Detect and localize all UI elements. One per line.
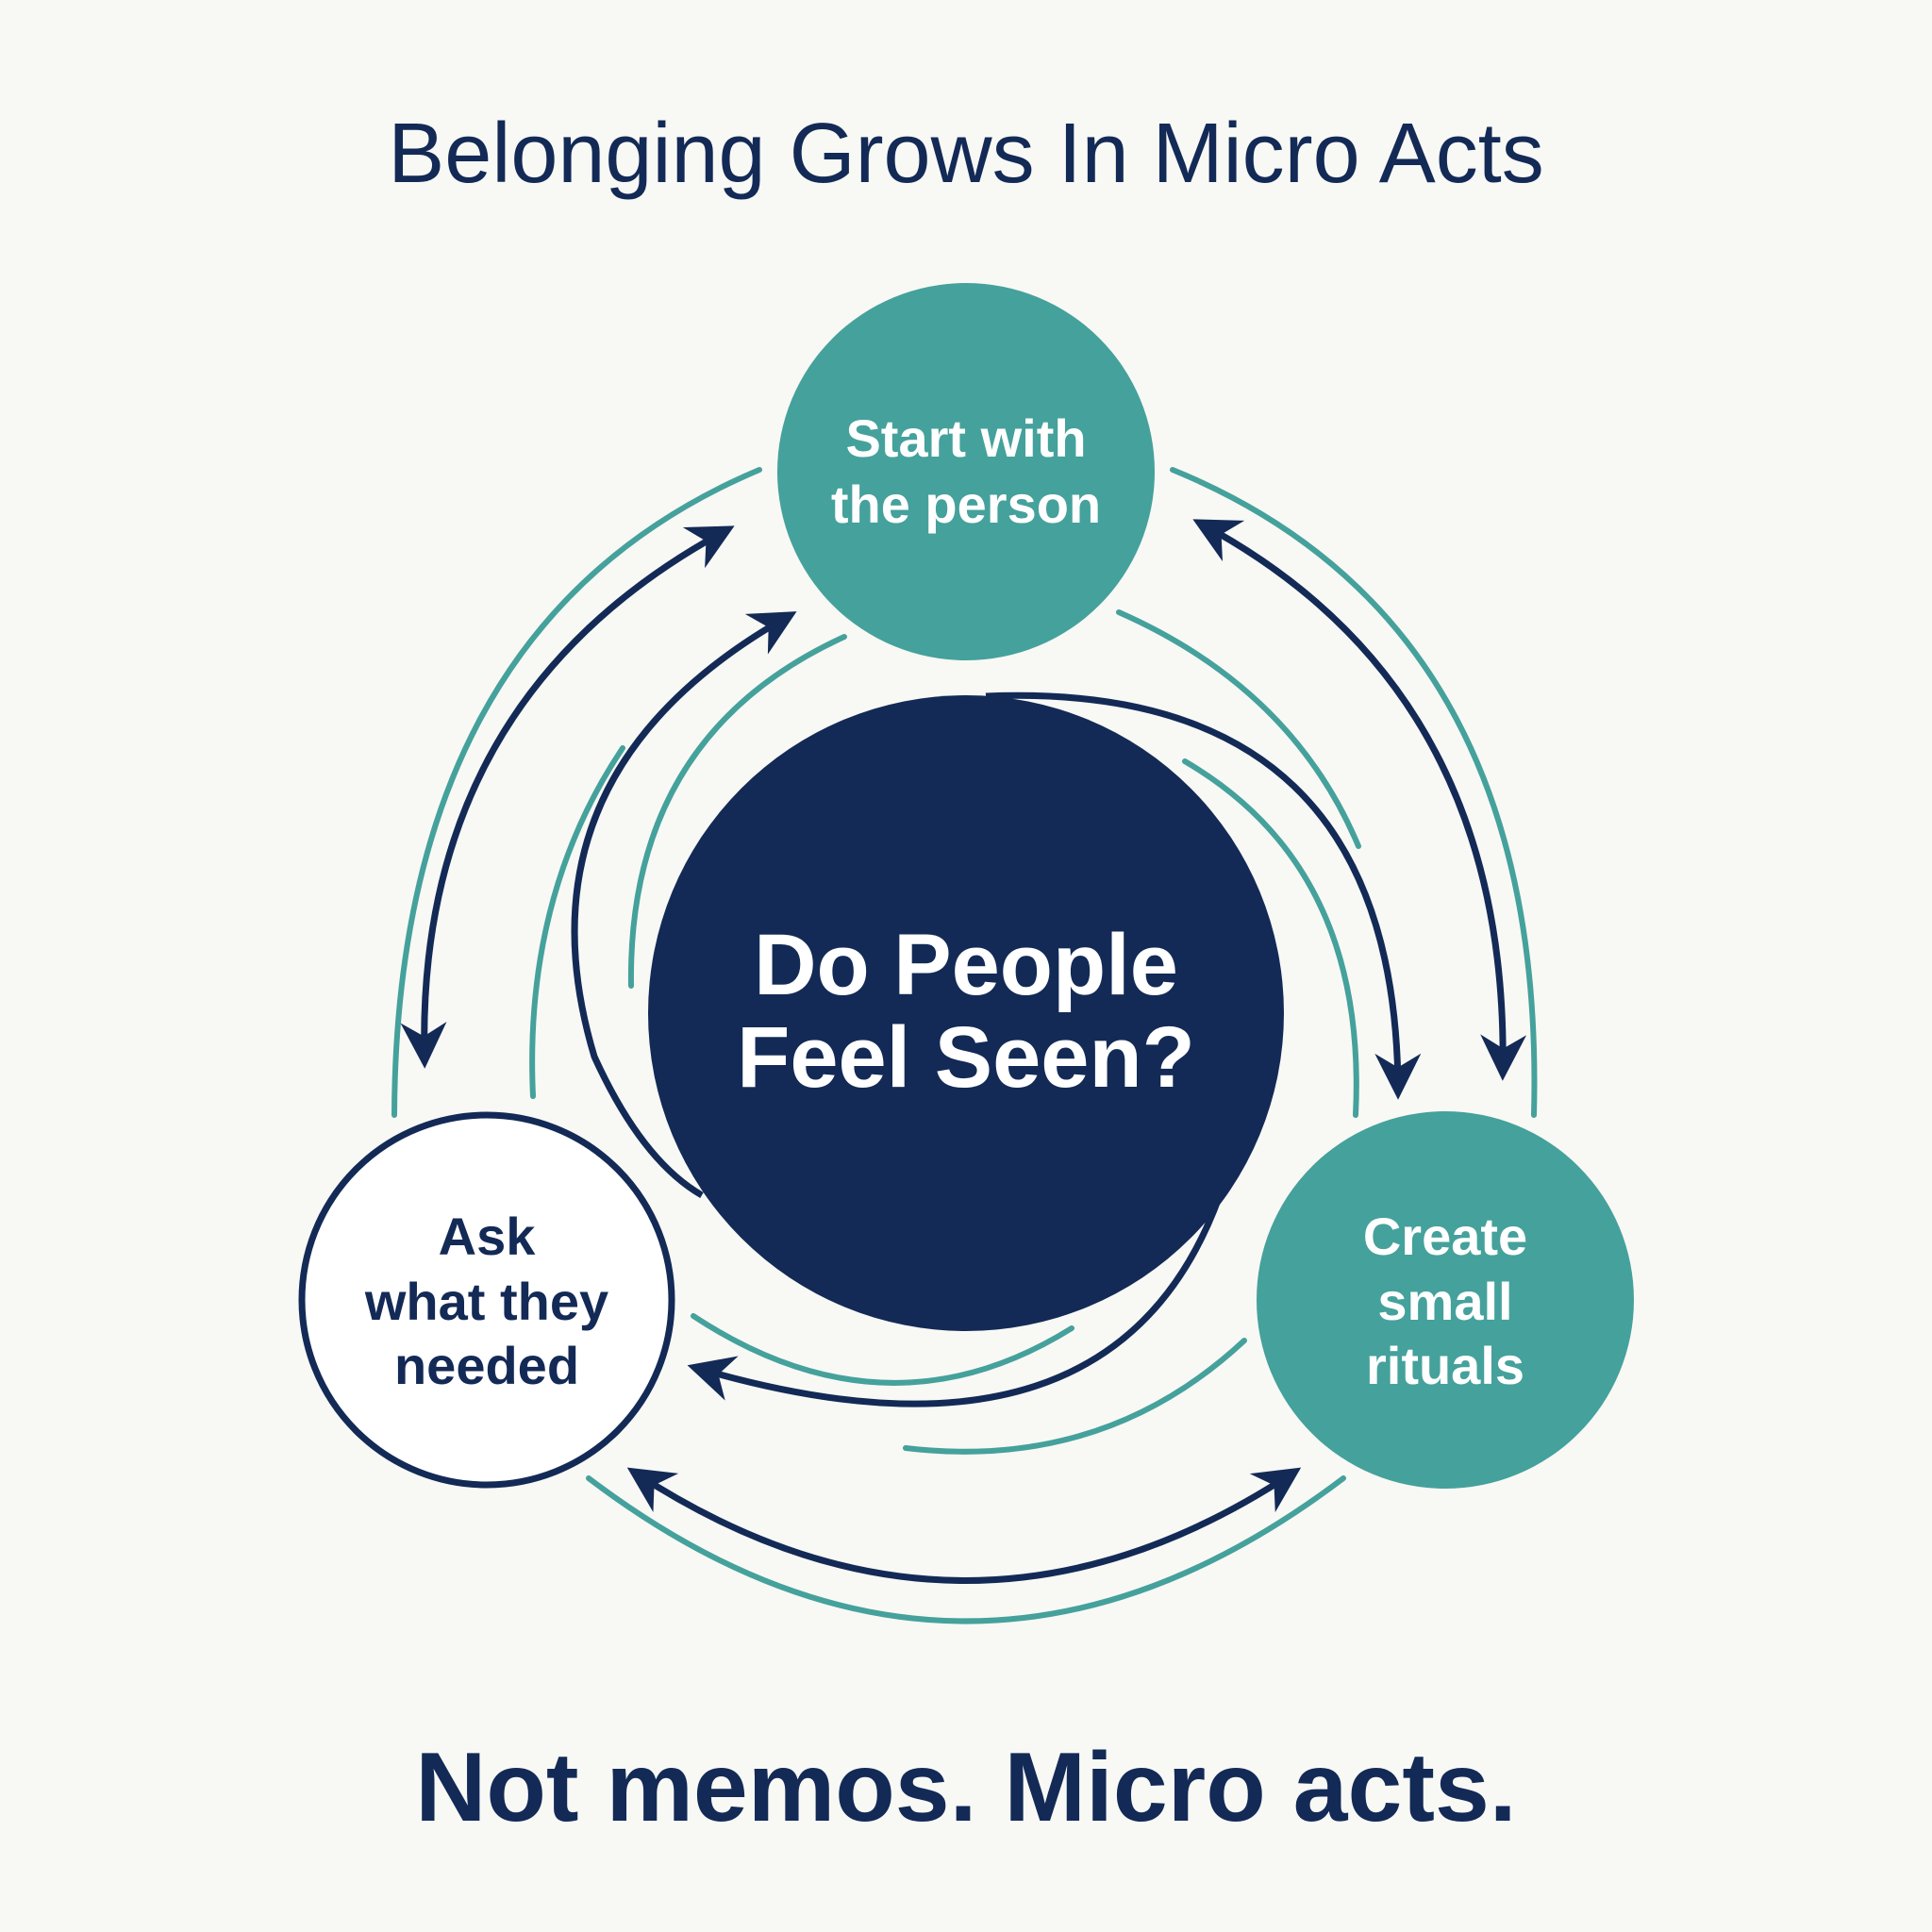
node-right-line2: small (1377, 1272, 1512, 1331)
inner-arrow-right (985, 691, 1422, 1100)
node-top-line2: the person (831, 475, 1101, 534)
node-top-line1: Start with (845, 408, 1086, 468)
inner-arc-left-teal-1 (627, 634, 847, 989)
node-left-circle (298, 1111, 675, 1489)
node-top-circle (777, 283, 1155, 660)
node-left-line1: Ask (439, 1207, 537, 1266)
outer-arc-bottom-teal (586, 1475, 1346, 1624)
inner-arc-bottom-teal-2 (903, 1338, 1247, 1455)
inner-arc-bottom-teal-1 (691, 1313, 1074, 1386)
arrow-top-right (1192, 519, 1527, 1081)
inner-arrow-bottom (687, 1193, 1224, 1407)
node-left-line2: what they (364, 1272, 608, 1331)
arrow-top-left (400, 525, 735, 1069)
inner-arc-left-teal-2 (529, 745, 625, 1099)
center-circle (648, 695, 1284, 1331)
inner-arc-right-teal-1 (1116, 609, 1361, 849)
inner-arc-right-teal-2 (1182, 758, 1359, 1118)
diagram-title: Belonging Grows In Micro Acts (388, 107, 1544, 201)
inner-arrow-left (571, 611, 797, 1199)
arrow-bottom (626, 1467, 1302, 1584)
center-text-line2: Feel Seen? (737, 1009, 1195, 1106)
node-left-line3: needed (394, 1336, 579, 1395)
center-text-line1: Do People (754, 917, 1178, 1013)
node-right-line1: Create (1363, 1207, 1527, 1266)
footer-tagline: Not memos. Micro acts. (415, 1733, 1516, 1842)
node-right-line3: rituals (1366, 1336, 1524, 1395)
node-right-circle (1257, 1111, 1634, 1489)
